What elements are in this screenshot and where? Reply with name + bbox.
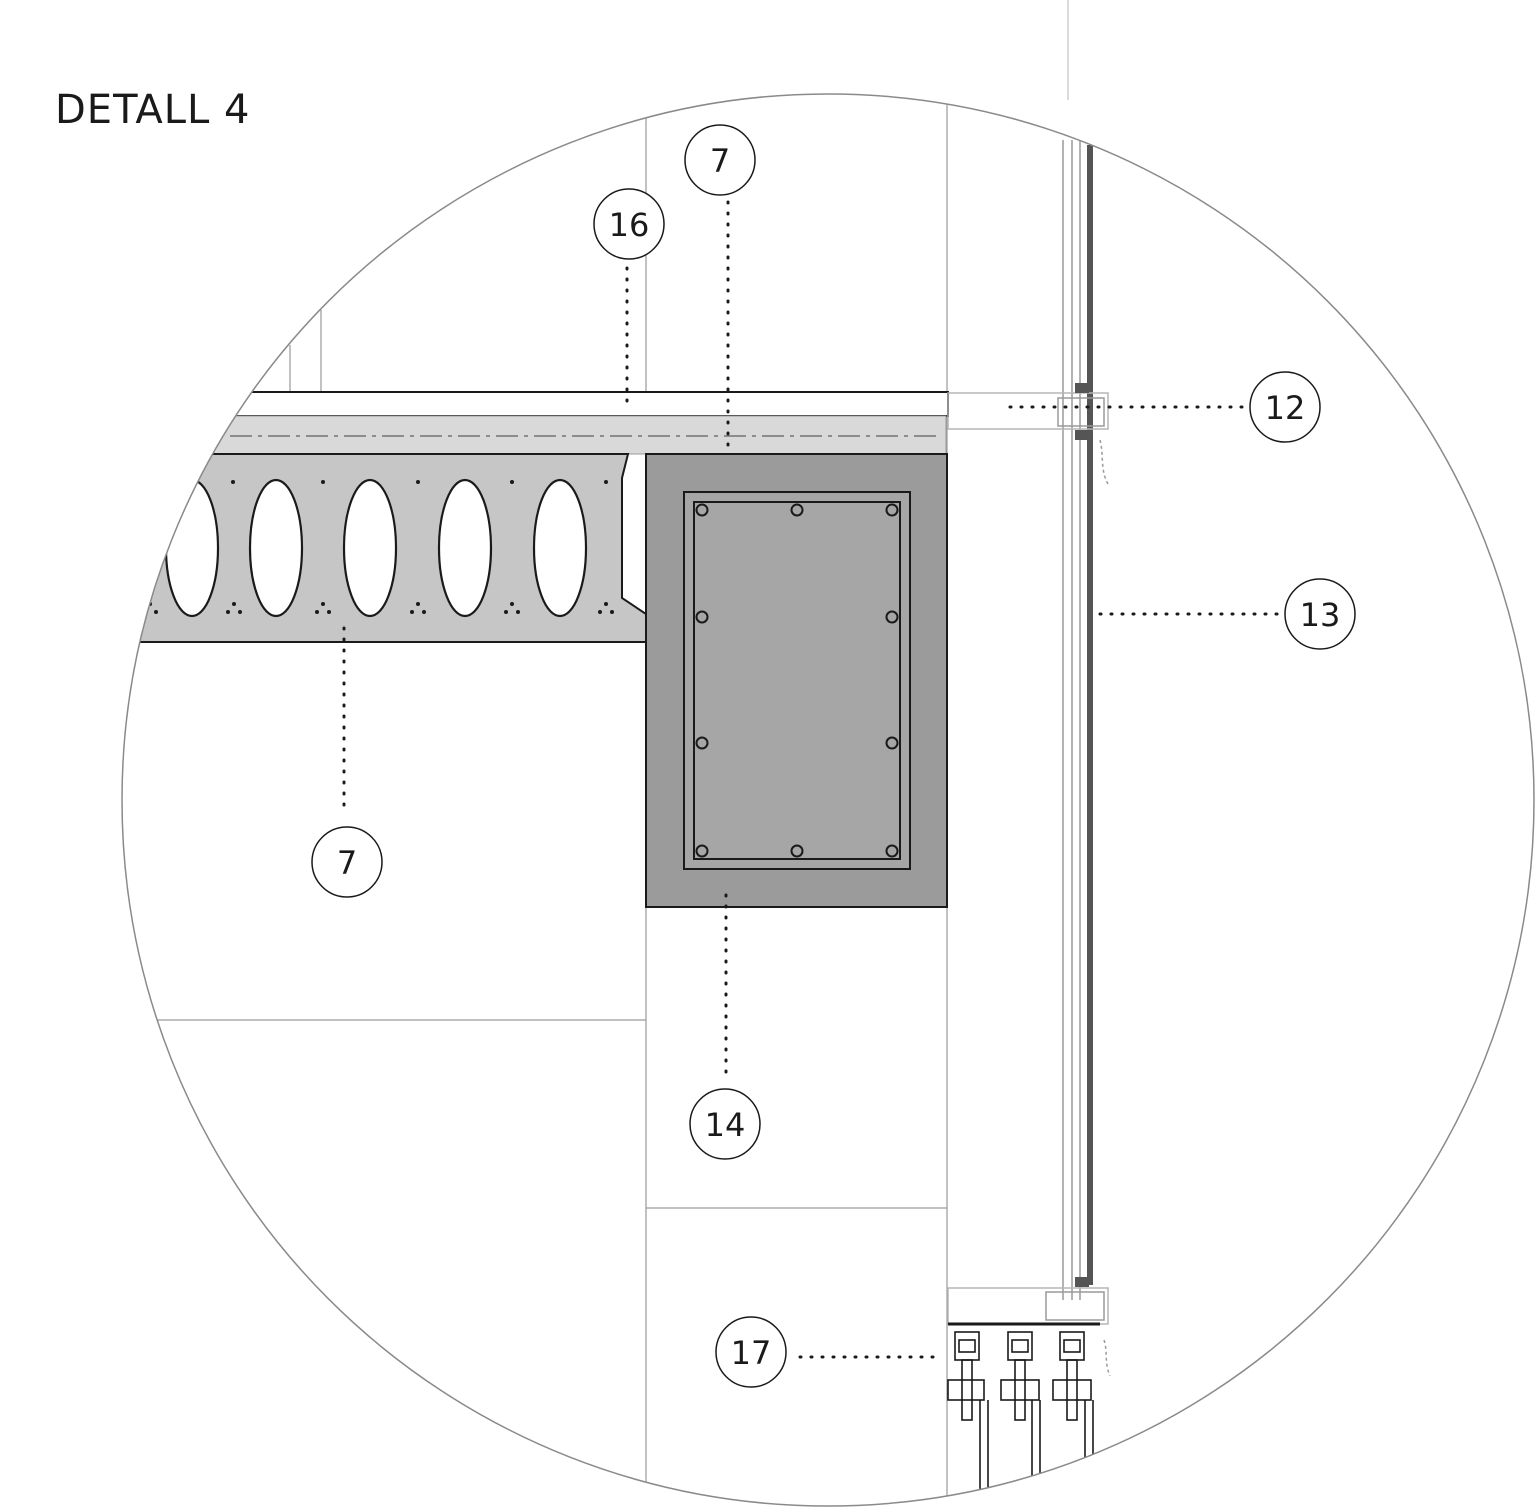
callout-13-bubble	[1284, 578, 1356, 650]
callout-16-bubble	[593, 188, 665, 260]
beam-stirrup-outer	[683, 491, 911, 870]
callout-7-left-label: 7	[337, 844, 357, 882]
callout-17-bubble	[715, 1316, 787, 1388]
leader-lines	[342, 200, 1280, 1359]
callout-16-label: 16	[609, 206, 650, 244]
callout-12-bubble	[1249, 371, 1321, 443]
beam-rebars	[695, 503, 899, 858]
callout-13-label: 13	[1300, 596, 1341, 634]
beam-stirrup-inner	[693, 501, 901, 860]
callout-7-top-bubble	[684, 124, 756, 196]
callout-7-top-label: 7	[710, 142, 730, 180]
callout-14-label: 14	[705, 1106, 746, 1144]
mullion-outer	[1087, 145, 1093, 1285]
curtain-wall	[947, 140, 1111, 1377]
callout-17-label: 17	[731, 1334, 772, 1372]
detail-content	[122, 100, 1111, 1506]
callout-labels: 7 16 12 13 7 14 17	[337, 142, 1341, 1372]
floor-finish	[122, 391, 949, 455]
callout-14-bubble	[689, 1088, 761, 1160]
anchor-brackets	[947, 1331, 1094, 1506]
detail-boundary-circle	[121, 93, 1535, 1507]
slab-voids	[164, 478, 588, 618]
callouts	[311, 124, 1356, 1388]
callout-12-label: 12	[1265, 389, 1306, 427]
detail-title: DETALL 4	[55, 87, 251, 133]
callout-7-left-bubble	[311, 826, 383, 898]
